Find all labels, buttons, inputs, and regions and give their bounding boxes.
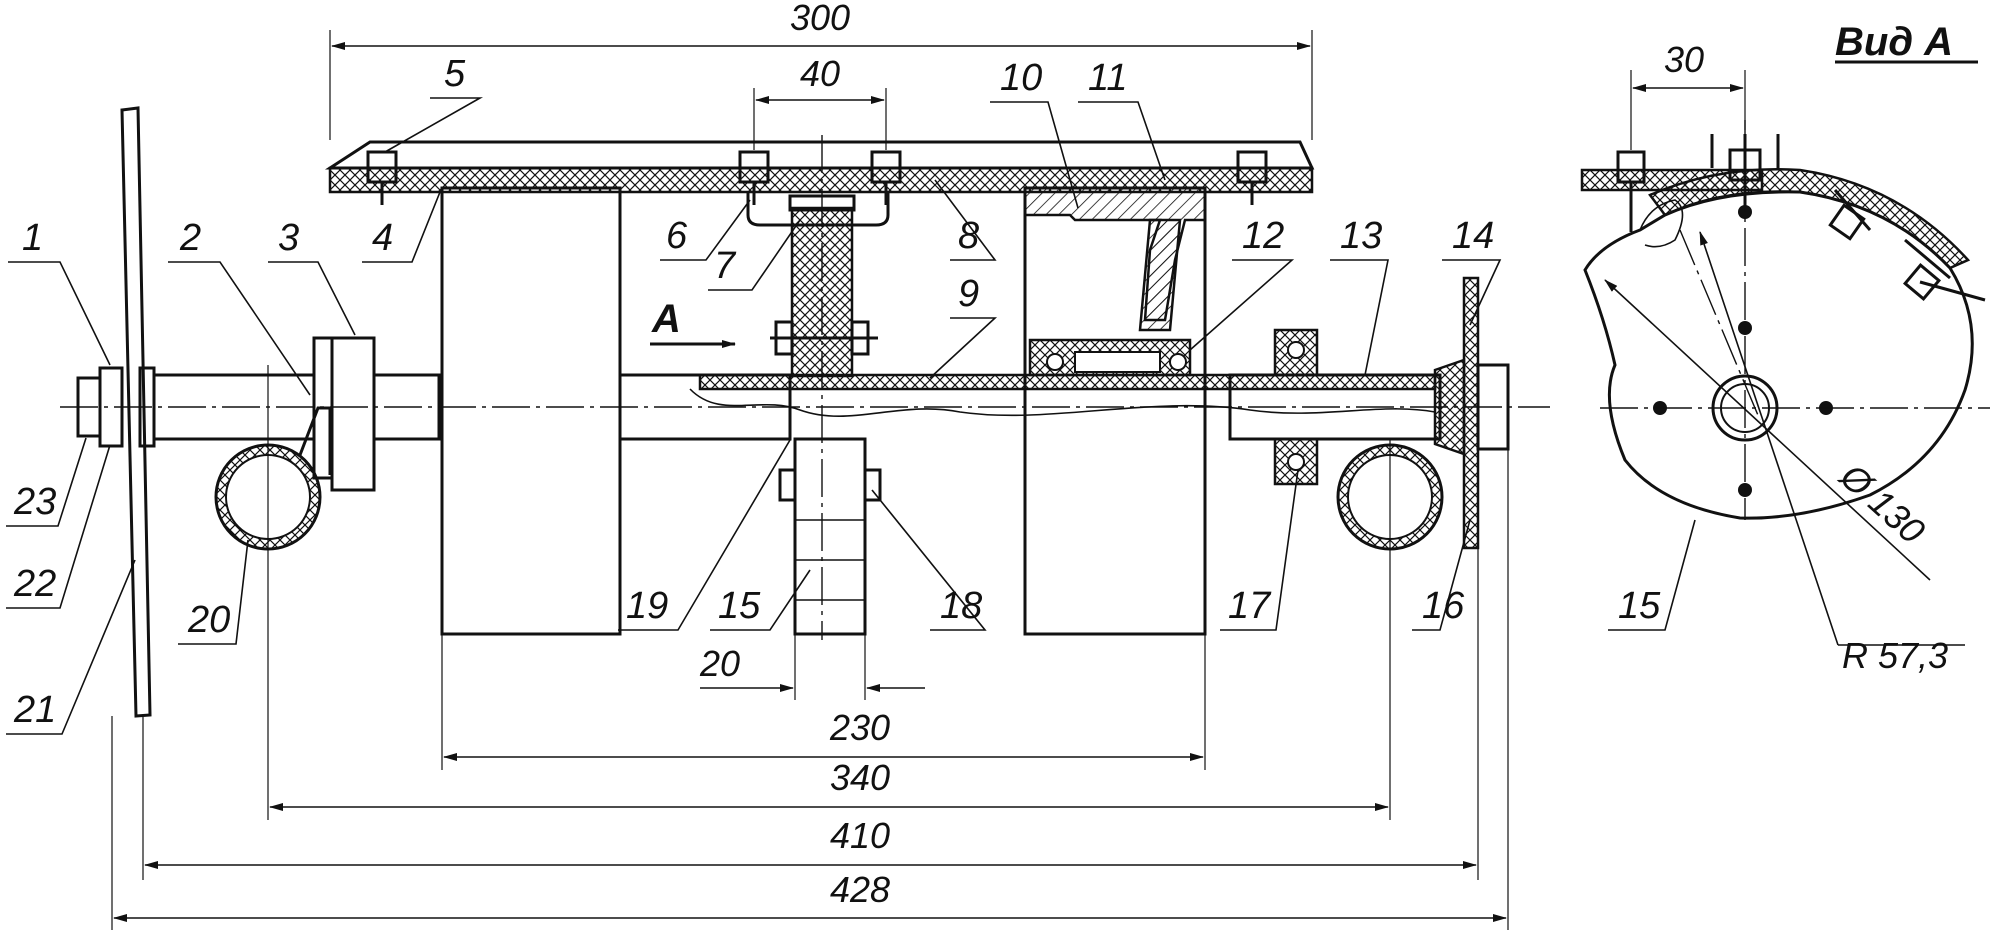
main-assembly: A	[60, 106, 1550, 718]
label-14: 14	[1452, 215, 1494, 257]
label-8: 8	[958, 215, 979, 257]
lower-column-nut-left	[778, 468, 797, 502]
view-a-bolts	[1616, 134, 1986, 302]
flange-body	[330, 336, 376, 492]
label-19: 19	[626, 585, 668, 627]
view-a-dim-30: 30	[1664, 39, 1704, 80]
label-20: 20	[187, 599, 230, 641]
column-bolt-nut-right	[850, 320, 870, 356]
dim-410: 410	[830, 815, 890, 856]
main-part-labels: 1 2 3 4 5 6 7 8 9 10 11 12 13 14 15 16 1…	[6, 53, 1502, 735]
dim-230: 230	[829, 707, 890, 748]
label-6: 6	[666, 215, 688, 257]
label-21: 21	[13, 689, 56, 731]
view-a-label-15: 15	[1618, 585, 1661, 627]
view-a-r-line	[1699, 231, 1839, 646]
bearing-12-ball-right	[1169, 353, 1187, 371]
label-4: 4	[372, 217, 393, 259]
label-15: 15	[718, 585, 761, 627]
bearing-12-inner	[1074, 351, 1161, 373]
lower-column	[793, 437, 867, 636]
view-a-holes	[1653, 205, 1833, 497]
dim-428: 428	[830, 869, 890, 910]
view-a: Вид А	[1580, 20, 1990, 676]
view-a-dia-line	[1604, 279, 1931, 581]
view-arrow-label: A	[651, 297, 681, 341]
dim-20: 20	[699, 643, 740, 684]
dim-300: 300	[790, 0, 850, 38]
shaft-break-line	[689, 388, 1436, 417]
dim-340: 340	[830, 757, 890, 798]
dim-40: 40	[800, 53, 840, 94]
housing-rib	[1138, 218, 1182, 332]
label-12: 12	[1242, 215, 1284, 257]
label-22: 22	[13, 563, 56, 605]
label-23: 23	[13, 481, 56, 523]
label-16: 16	[1422, 585, 1465, 627]
label-18: 18	[940, 585, 982, 627]
view-a-dim-r57: R 57,3	[1842, 635, 1948, 676]
top-plate-bolts	[366, 150, 1268, 205]
view-a-slot	[1639, 199, 1684, 248]
right-hub-disc	[1462, 276, 1480, 550]
view-a-title: Вид А	[1835, 20, 1953, 64]
left-bracket	[298, 406, 332, 475]
label-7: 7	[714, 245, 737, 287]
label-5: 5	[444, 53, 466, 95]
label-11: 11	[1088, 57, 1127, 99]
disc-blade	[120, 106, 152, 718]
right-hub-cone	[1433, 358, 1466, 456]
label-1: 1	[22, 217, 43, 259]
lower-column-nut-right	[863, 468, 882, 502]
main-dimensions: 300 40 20 230 340 410 428	[111, 0, 1509, 930]
column-bolt-nut-left	[774, 320, 794, 356]
label-17: 17	[1228, 585, 1272, 627]
label-9: 9	[958, 273, 979, 315]
bearing-12-ball-left	[1046, 353, 1064, 371]
label-13: 13	[1340, 215, 1382, 257]
left-drum	[440, 186, 622, 636]
top-plate-left-end	[324, 140, 1315, 170]
label-10: 10	[1000, 57, 1042, 99]
view-a-dash-line	[1679, 229, 1761, 421]
label-2: 2	[179, 217, 201, 259]
label-3: 3	[278, 217, 299, 259]
